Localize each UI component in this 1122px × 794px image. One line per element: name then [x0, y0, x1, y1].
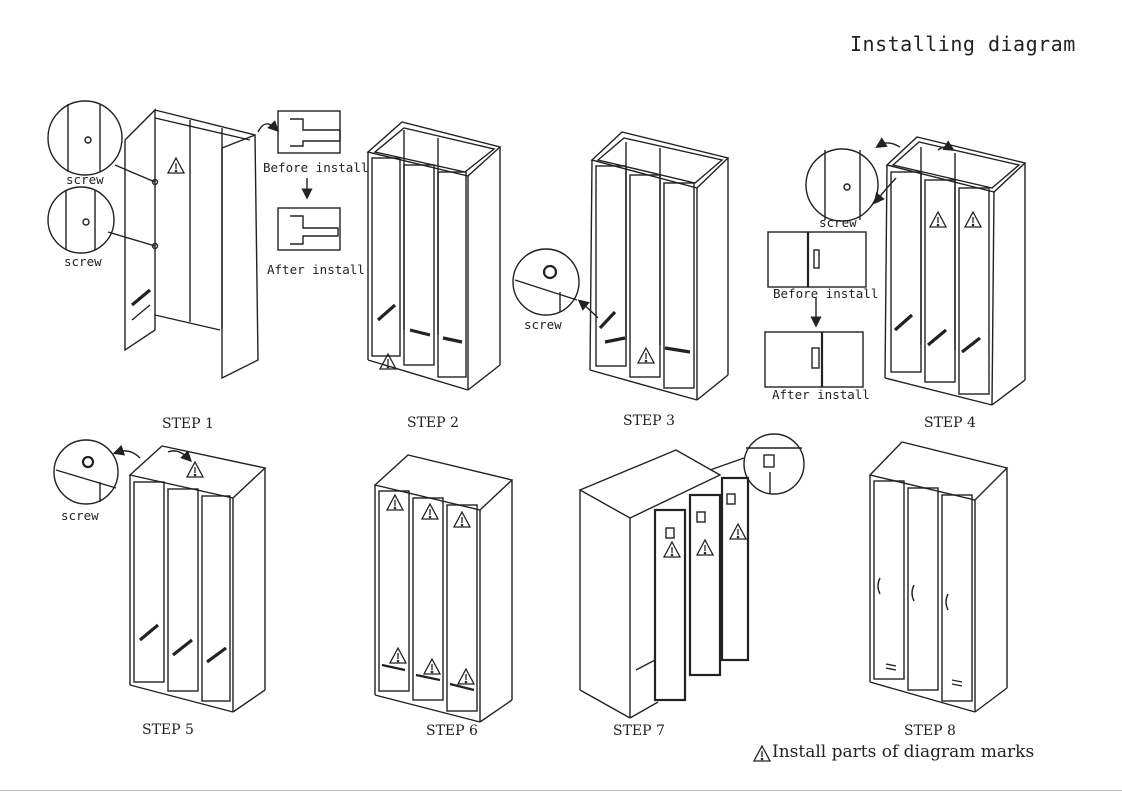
before-install-label-1: Before install: [263, 160, 369, 175]
warning-triangle-icon: [753, 745, 771, 762]
footer-divider: [0, 790, 1122, 791]
step-8-caption: STEP 8: [904, 723, 956, 739]
step1-drawing: [47, 100, 341, 380]
step-1-caption: STEP 1: [162, 416, 214, 432]
screw-label-1: screw: [66, 172, 104, 187]
diagram-title: Installing diagram: [850, 32, 1076, 56]
screw-label-4: screw: [819, 215, 857, 230]
step5-drawing: [53, 439, 267, 713]
after-install-label-1: After install: [267, 262, 365, 277]
step-2-caption: STEP 2: [407, 415, 459, 431]
after-install-label-2: After install: [772, 387, 870, 402]
step6-drawing: [373, 454, 514, 723]
legend-text: Install parts of diagram marks: [772, 742, 1035, 762]
before-install-label-2: Before install: [773, 286, 879, 301]
step2-drawing: [366, 121, 502, 391]
step7-drawing: [578, 433, 805, 719]
step-4-caption: STEP 4: [924, 415, 976, 431]
screw-label-2: screw: [64, 254, 102, 269]
screw-label-3: screw: [524, 317, 562, 332]
step-7-caption: STEP 7: [613, 723, 665, 739]
screw-label-5: screw: [61, 508, 99, 523]
step3-drawing: [512, 131, 730, 401]
step8-drawing: [868, 441, 1009, 713]
step-5-caption: STEP 5: [142, 722, 194, 738]
step-3-caption: STEP 3: [623, 413, 675, 429]
step4-drawing: [764, 136, 1027, 406]
step-6-caption: STEP 6: [426, 723, 478, 739]
